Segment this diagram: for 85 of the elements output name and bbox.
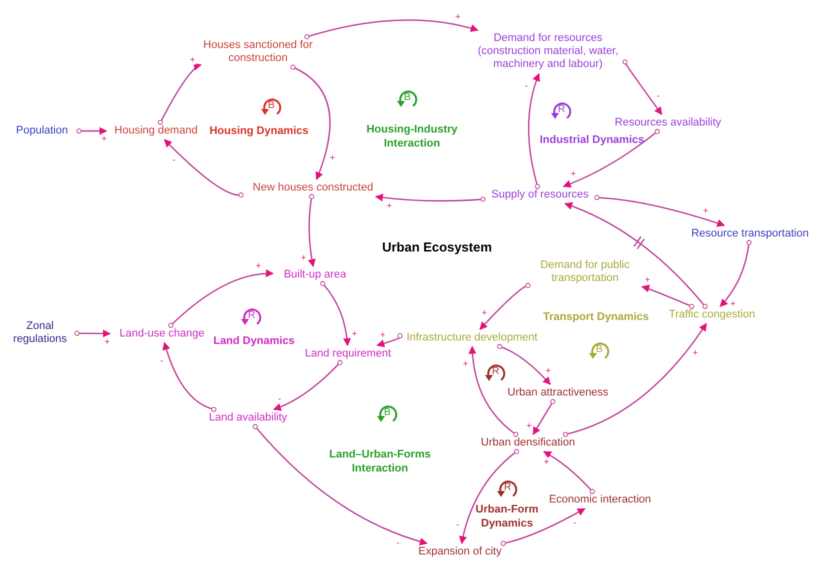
causal-arrow (74, 330, 111, 338)
polarity-sign: + (480, 308, 488, 318)
polarity-sign: + (386, 202, 393, 211)
loop-letter: B (268, 101, 275, 111)
loop-letter: R (248, 311, 256, 321)
polarity-sign: + (100, 134, 108, 144)
variable-label: Economic interaction (545, 493, 655, 507)
loop-name: Industrial Dynamics (538, 134, 646, 148)
causal-arrow (543, 450, 595, 494)
loop-letter: R (492, 367, 500, 377)
causal-arrow (304, 19, 479, 40)
polarity-sign: + (462, 359, 470, 368)
causal-arrow (497, 344, 551, 385)
causal-arrow (252, 424, 428, 546)
variable-label: Zonal regulations (5, 320, 75, 346)
variable-label: Built-up area (275, 268, 355, 282)
causal-arrow (164, 139, 244, 198)
variable-label: Infrastructure development (402, 331, 542, 345)
causal-arrow (162, 342, 216, 412)
diagram-title: Urban Ecosystem (382, 238, 492, 256)
loop-letter: B (384, 408, 391, 418)
loop-name: Transport Dynamics (542, 311, 650, 325)
causal-arrow (168, 270, 274, 328)
variable-label: Land availability (203, 411, 293, 425)
polarity-sign: + (525, 421, 533, 430)
variable-label: Traffic congestion (662, 308, 762, 322)
variable-label: Population (7, 124, 77, 138)
variable-label: Urban densification (473, 436, 583, 450)
causal-arrow (562, 322, 707, 437)
loop-name: Land–Urban-Forms Interaction (328, 448, 432, 476)
variable-label: New houses constructed (243, 181, 383, 195)
variable-label: Resource transportation (685, 227, 815, 241)
variable-label: Supply of resources (485, 188, 595, 202)
variable-label: Land requirement (298, 347, 398, 361)
loop-letter: R (504, 483, 512, 493)
causal-arrow (479, 282, 531, 330)
polarity-sign: + (454, 12, 462, 22)
polarity-sign: + (729, 299, 737, 308)
causal-arrow (76, 127, 108, 135)
loop-letter: B (404, 93, 411, 103)
polarity-sign: + (570, 169, 577, 178)
causal-arrow (641, 284, 694, 309)
polarity-sign: + (103, 337, 111, 346)
loop-letter: B (596, 345, 603, 355)
causal-arrow (720, 240, 752, 307)
causal-arrow (158, 64, 202, 125)
polarity-sign: + (254, 262, 262, 271)
polarity-sign: + (542, 458, 550, 467)
variable-label: Housing demand (108, 124, 204, 138)
loop-name: Housing-Industry Interaction (365, 123, 459, 151)
loop-letter: R (558, 105, 566, 115)
causal-arrow (564, 202, 708, 309)
polarity-sign: + (300, 253, 308, 262)
polarity-sign: + (188, 56, 196, 65)
causal-arrow (562, 129, 660, 188)
variable-label: Land-use change (112, 327, 212, 341)
causal-arrow (528, 73, 540, 189)
polarity-sign: + (644, 275, 652, 284)
loop-name: Urban-Form Dynamics (474, 503, 540, 531)
variable-label: Demand for resources (construction material, water, machinery and labour) (473, 32, 623, 72)
loop-name: Housing Dynamics (208, 125, 310, 139)
polarity-sign: + (544, 366, 552, 376)
causal-arrow (374, 194, 486, 202)
causal-arrow (459, 449, 520, 544)
polarity-sign: + (379, 330, 386, 340)
causal-arrow (532, 399, 556, 436)
variable-label: Resources availability (606, 116, 730, 130)
variable-label: Houses sanctioned for construction (203, 38, 313, 66)
causal-arrow (273, 360, 342, 411)
polarity-sign: + (692, 348, 699, 358)
variable-label: Demand for public transportation (530, 258, 640, 286)
causal-arrow (622, 59, 662, 116)
loop-name: Land Dynamics (212, 335, 296, 349)
variable-label: Expansion of city (410, 545, 510, 559)
polarity-sign: + (350, 330, 358, 339)
polarity-sign: + (328, 154, 336, 163)
causal-arrow (500, 508, 586, 546)
causal-arrow (320, 281, 351, 346)
polarity-sign: + (702, 206, 710, 216)
causal-arrow (308, 194, 316, 268)
causal-arrow (594, 194, 726, 227)
causal-arrow (376, 333, 403, 348)
variable-label: Urban attractiveness (500, 386, 616, 400)
causal-arrow (290, 64, 330, 180)
causal-arrow (468, 346, 518, 437)
